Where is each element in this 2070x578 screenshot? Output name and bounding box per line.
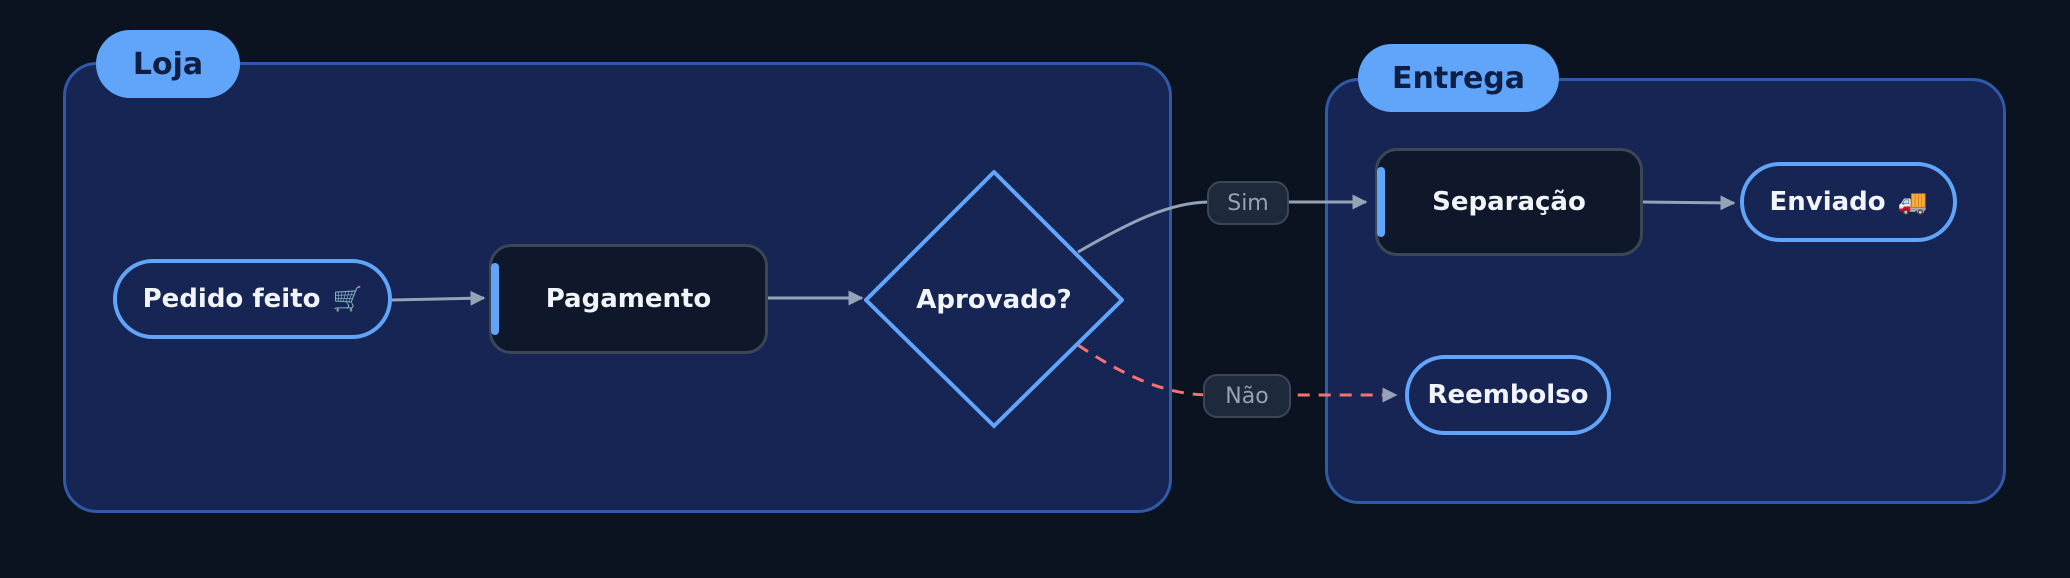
node-aprovado-diamond[interactable] xyxy=(864,170,1124,430)
cart-icon: 🛒 xyxy=(332,285,363,313)
edge-label-sim: Sim xyxy=(1207,181,1289,225)
node-enviado[interactable]: Enviado 🚚 xyxy=(1740,162,1957,242)
group-label-entrega: Entrega xyxy=(1358,44,1559,112)
edge-pedido-pagamento xyxy=(391,290,486,306)
truck-icon: 🚚 xyxy=(1897,188,1928,216)
group-label-loja: Loja xyxy=(96,30,240,98)
node-label: Reembolso xyxy=(1427,380,1589,410)
node-label: Pagamento xyxy=(545,284,712,314)
node-label: Separação xyxy=(1432,187,1586,217)
node-label: Pedido feito xyxy=(142,284,321,314)
node-reembolso[interactable]: Reembolso xyxy=(1405,355,1611,435)
node-pagamento[interactable]: Pagamento xyxy=(489,244,768,354)
node-pedido-feito[interactable]: Pedido feito 🛒 xyxy=(113,259,392,339)
node-separacao[interactable]: Separação xyxy=(1375,148,1643,256)
edge-separacao-enviado xyxy=(1642,195,1736,211)
node-accent-bar xyxy=(491,263,499,335)
node-aprovado-label: Aprovado? xyxy=(916,285,1072,315)
edge-label-nao: Não xyxy=(1203,374,1291,418)
node-label: Enviado xyxy=(1769,187,1886,217)
node-accent-bar xyxy=(1377,167,1385,237)
edge-aprovado-reembolso xyxy=(1077,343,1398,403)
